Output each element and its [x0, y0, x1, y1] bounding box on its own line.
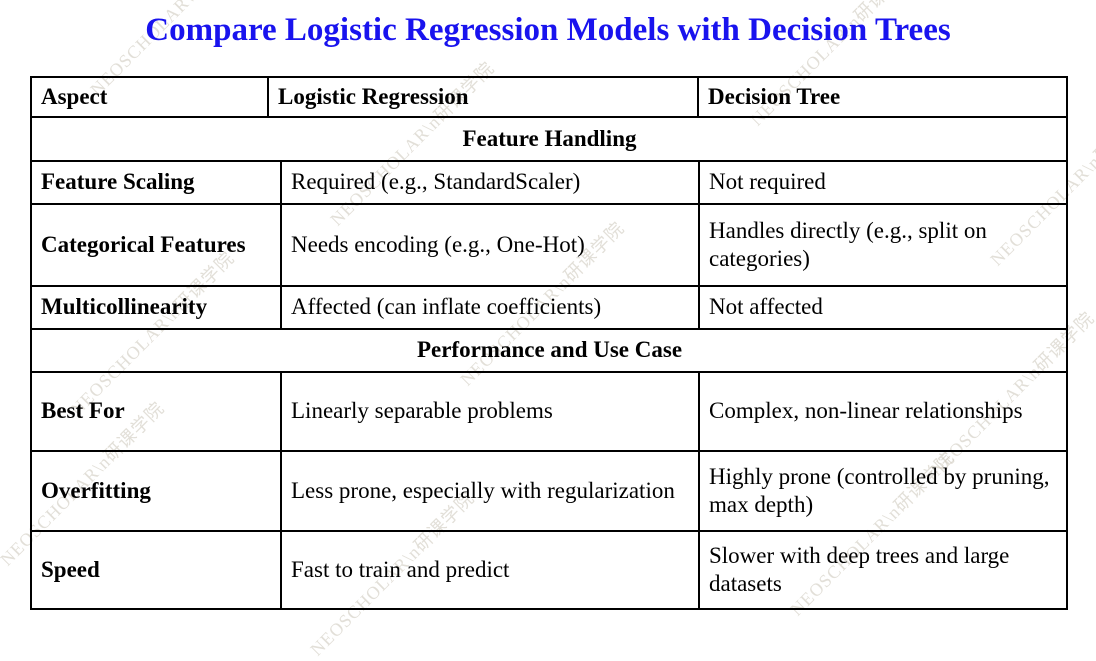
row-logistic-regression: Required (e.g., StandardScaler) — [282, 162, 700, 203]
page-title: Compare Logistic Regression Models with … — [145, 12, 951, 48]
section-header-row: Feature Handling — [32, 118, 1066, 162]
row-decision-tree: Handles directly (e.g., split on categor… — [709, 217, 987, 271]
table-row: Multicollinearity Affected (can inflate … — [32, 287, 1066, 330]
row-decision-tree: Slower with deep trees and large dataset… — [709, 542, 1010, 596]
column-header-decision-tree: Decision Tree — [708, 83, 841, 109]
comparison-table: Aspect Logistic Regression Decision Tree… — [30, 76, 1068, 610]
row-aspect: Speed — [32, 532, 282, 608]
row-logistic-regression: Linearly separable problems — [282, 373, 700, 450]
row-aspect: Best For — [32, 373, 282, 450]
row-logistic-regression: Affected (can inflate coefficients) — [282, 287, 700, 328]
table-row: Speed Fast to train and predict Slower w… — [32, 532, 1066, 608]
table-row: Best For Linearly separable problems Com… — [32, 373, 1066, 452]
section-header-performance-use-case: Performance and Use Case — [416, 337, 683, 363]
table-row: Feature Scaling Required (e.g., Standard… — [32, 162, 1066, 205]
column-header-aspect: Aspect — [32, 78, 269, 116]
row-aspect: Categorical Features — [32, 205, 282, 285]
row-logistic-regression: Needs encoding (e.g., One-Hot) — [282, 205, 700, 285]
row-decision-tree: Highly prone (controlled by pruning, max… — [709, 463, 1050, 517]
section-header-feature-handling: Feature Handling — [462, 125, 637, 151]
table-row: Categorical Features Needs encoding (e.g… — [32, 205, 1066, 287]
section-header-row: Performance and Use Case — [32, 330, 1066, 373]
row-logistic-regression: Less prone, especially with regularizati… — [282, 452, 700, 530]
row-decision-tree: Not affected — [709, 294, 823, 320]
row-decision-tree: Complex, non-linear relationships — [709, 398, 1023, 424]
row-logistic-regression: Fast to train and predict — [282, 532, 700, 608]
row-aspect: Multicollinearity — [32, 287, 282, 328]
row-decision-tree: Not required — [709, 169, 826, 195]
table-row: Overfitting Less prone, especially with … — [32, 452, 1066, 532]
column-header-logistic-regression: Logistic Regression — [269, 78, 699, 116]
row-aspect: Feature Scaling — [32, 162, 282, 203]
table-header-row: Aspect Logistic Regression Decision Tree — [32, 78, 1066, 118]
row-aspect: Overfitting — [32, 452, 282, 530]
